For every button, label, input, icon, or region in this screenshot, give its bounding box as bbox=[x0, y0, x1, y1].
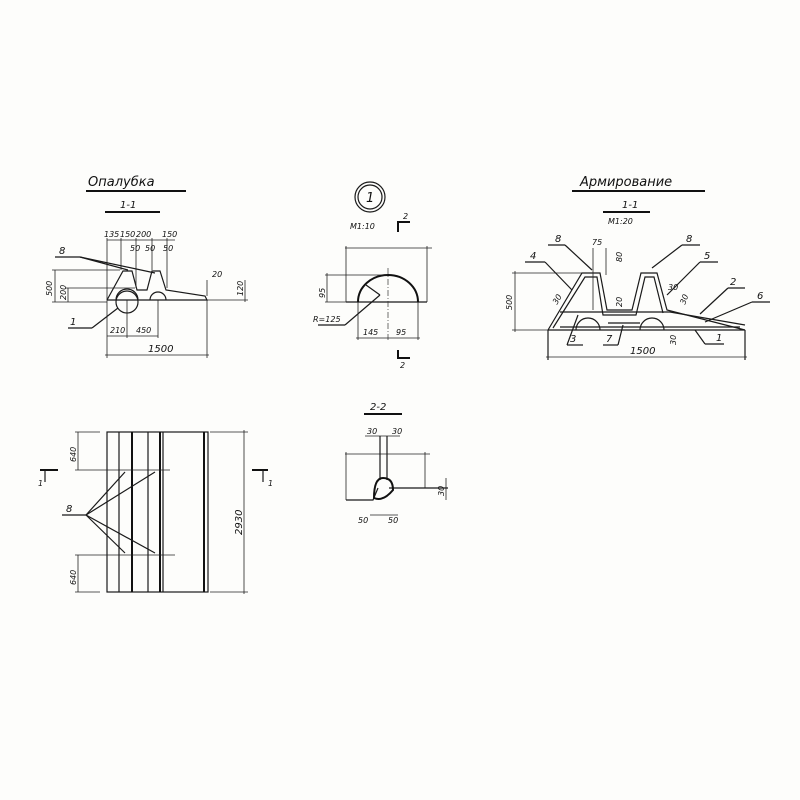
pipe-opening-right bbox=[149, 291, 167, 301]
callout-8-right: 8 bbox=[686, 234, 692, 245]
dim-20-r: 20 bbox=[615, 297, 624, 307]
callout-4: 4 bbox=[530, 251, 536, 262]
dim-50b: 50 bbox=[145, 244, 155, 253]
callout-8: 8 bbox=[59, 246, 65, 257]
plan-view: 640 640 2930 8 1 1 bbox=[38, 430, 273, 594]
callout-2: 2 bbox=[730, 277, 736, 288]
dim-640-bottom: 640 bbox=[69, 570, 78, 585]
dim-135: 135 bbox=[104, 230, 119, 239]
callout-7: 7 bbox=[606, 334, 613, 345]
dim-30a: 30 bbox=[367, 427, 377, 436]
section-2-label-top: 2 bbox=[403, 212, 408, 221]
dim-640-top: 640 bbox=[69, 447, 78, 462]
duct-profile bbox=[372, 476, 395, 500]
dim-30-rib: 30 bbox=[668, 283, 678, 292]
dim-50b: 50 bbox=[388, 516, 398, 525]
reinforcement-title: Армирование bbox=[579, 175, 672, 190]
opening-left bbox=[575, 317, 601, 331]
dim-1500-r: 1500 bbox=[630, 346, 655, 357]
dim-2930: 2930 bbox=[234, 510, 245, 535]
callout-1: 1 bbox=[70, 317, 76, 328]
callout-8-plan: 8 bbox=[66, 504, 72, 515]
dim-500-r: 500 bbox=[505, 295, 514, 310]
callout-3: 3 bbox=[570, 334, 576, 345]
formwork-section: Опалубка 1-1 135 150 200 150 50 50 50 50… bbox=[45, 175, 248, 358]
pipe-opening-left bbox=[115, 288, 139, 301]
callout-5: 5 bbox=[704, 251, 710, 262]
dim-150: 150 bbox=[120, 230, 135, 239]
dim-450: 450 bbox=[136, 326, 151, 335]
dim-120: 120 bbox=[236, 281, 245, 296]
dim-150b: 150 bbox=[162, 230, 177, 239]
section-label-right: 1 bbox=[268, 479, 273, 488]
dim-210: 210 bbox=[110, 326, 125, 335]
formwork-title: Опалубка bbox=[88, 175, 155, 190]
formwork-section-label: 1-1 bbox=[120, 200, 136, 211]
radius-label: R=125 bbox=[313, 315, 341, 324]
detail-scale: М1:10 bbox=[350, 222, 375, 231]
dim-75: 75 bbox=[592, 238, 602, 247]
opening-right bbox=[639, 317, 665, 331]
dim-50c: 50 bbox=[163, 244, 173, 253]
section-2-bottom bbox=[397, 350, 410, 359]
dim-1500: 1500 bbox=[148, 344, 173, 355]
dim-145: 145 bbox=[363, 328, 378, 337]
callout-6: 6 bbox=[757, 291, 763, 302]
reinforcement-profile bbox=[547, 272, 746, 331]
dim-30b: 30 bbox=[392, 427, 402, 436]
section-2-top bbox=[397, 221, 410, 232]
detail-circle-inner bbox=[357, 184, 383, 210]
callout-8-left: 8 bbox=[555, 234, 561, 245]
plan-outline bbox=[106, 431, 209, 593]
section-label-left: 1 bbox=[38, 479, 43, 488]
section-2-label-bottom: 2 bbox=[400, 361, 405, 370]
reinforcement-scale: М1:20 bbox=[608, 217, 633, 226]
dim-30v: 30 bbox=[437, 486, 446, 496]
detail-number: 1 bbox=[366, 191, 374, 206]
dim-50a: 50 bbox=[130, 244, 140, 253]
dim-200: 200 bbox=[136, 230, 151, 239]
dim-500: 500 bbox=[45, 281, 54, 296]
dim-20: 20 bbox=[212, 270, 222, 279]
dim-95: 95 bbox=[396, 328, 406, 337]
detail-circle-outer bbox=[354, 181, 386, 213]
dim-30-left: 30 bbox=[551, 293, 564, 306]
dim-50a: 50 bbox=[358, 516, 368, 525]
formwork-profile bbox=[106, 270, 208, 301]
callout-1-r: 1 bbox=[716, 333, 722, 344]
section22-title: 2-2 bbox=[370, 402, 386, 413]
reinforcement-section-label: 1-1 bbox=[622, 200, 638, 211]
detail-1: 1 М1:10 2 95 R=125 145 95 2 bbox=[313, 181, 432, 370]
dim-30-slope: 30 bbox=[678, 293, 690, 306]
dim-80: 80 bbox=[615, 252, 624, 262]
reinforcement-section: Армирование 1-1 М1:20 75 80 500 30 30 30… bbox=[505, 175, 770, 360]
dim-95-v: 95 bbox=[318, 288, 327, 298]
dim-200-v: 200 bbox=[59, 285, 68, 300]
section-2-2: 2-2 30 30 30 50 50 bbox=[345, 402, 448, 525]
dim-30-bottom: 30 bbox=[669, 335, 678, 345]
